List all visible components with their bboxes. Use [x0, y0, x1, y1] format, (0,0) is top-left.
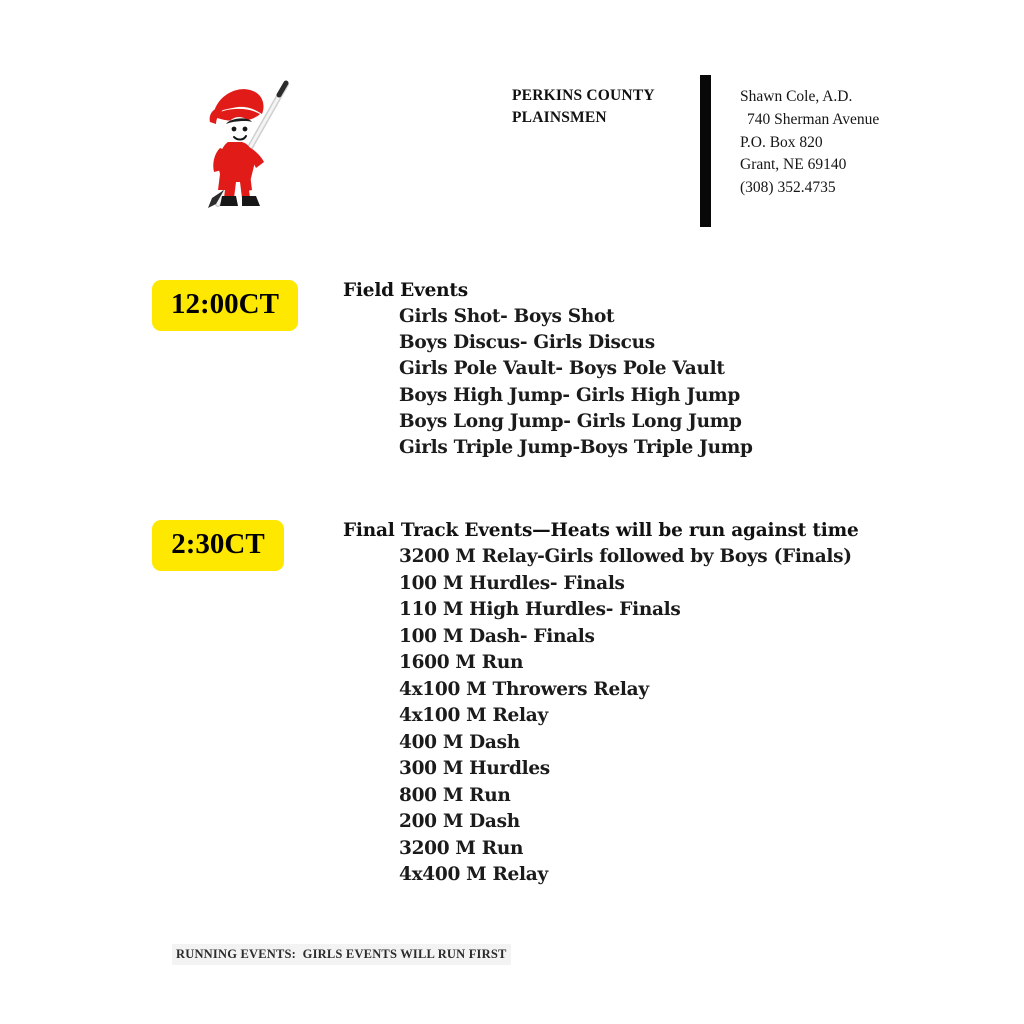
list-item: Girls Triple Jump-Boys Triple Jump: [399, 437, 753, 459]
field-events-time-badge: 12:00CT: [152, 280, 298, 331]
list-item: Boys Long Jump- Girls Long Jump: [399, 410, 742, 432]
address-street: 740 Sherman Avenue: [747, 110, 880, 128]
vertical-divider-bar: [700, 75, 711, 227]
list-item: 4x400 M Relay: [399, 864, 548, 885]
plainsman-mascot-logo-icon: [190, 78, 300, 213]
letterhead: PERKINS COUNTY PLAINSMEN Shawn Cole, A.D…: [0, 0, 1024, 250]
address-city-state-zip: Grant, NE 69140: [740, 156, 847, 174]
field-events-heading: Field Events: [343, 280, 468, 301]
list-item: 3200 M Relay-Girls followed by Boys (Fin…: [399, 546, 852, 567]
org-name-line-1: PERKINS COUNTY: [512, 87, 655, 104]
list-item: 100 M Dash- Finals: [399, 625, 595, 647]
list-item: Boys High Jump- Girls High Jump: [399, 384, 740, 406]
list-item: Boys Discus- Girls Discus: [399, 332, 655, 354]
list-item: 400 M Dash: [399, 731, 520, 753]
org-name-line-2: PLAINSMEN: [512, 109, 607, 126]
list-item: 4x100 M Relay: [399, 705, 548, 726]
address-block: Shawn Cole, A.D. 740 Sherman Avenue P.O.…: [740, 86, 879, 200]
running-events-note: RUNNING EVENTS: GIRLS EVENTS WILL RUN FI…: [172, 944, 511, 965]
organization-name: PERKINS COUNTY PLAINSMEN: [512, 85, 692, 129]
list-item: 800 M Run: [399, 784, 511, 806]
field-events-list: Girls Shot- Boys Shot Boys Discus- Girls…: [343, 304, 1003, 461]
address-phone: (308) 352.4735: [740, 179, 836, 197]
list-item: 100 M Hurdles- Finals: [399, 572, 625, 594]
address-po-box: P.O. Box 820: [740, 133, 823, 151]
address-name: Shawn Cole, A.D.: [740, 88, 853, 105]
track-events-time-badge: 2:30CT: [152, 520, 284, 571]
list-item: 300 M Hurdles: [399, 758, 550, 779]
track-events-heading: Final Track Events—Heats will be run aga…: [343, 520, 859, 541]
list-item: 200 M Dash: [399, 811, 520, 832]
track-events-body: Final Track Events—Heats will be run aga…: [343, 518, 1003, 889]
field-events-body: Field Events Girls Shot- Boys Shot Boys …: [343, 278, 1003, 461]
list-item: 4x100 M Throwers Relay: [399, 678, 649, 700]
list-item: 110 M High Hurdles- Finals: [399, 599, 681, 620]
list-item: Girls Pole Vault- Boys Pole Vault: [399, 358, 725, 380]
list-item: 3200 M Run: [399, 837, 524, 859]
track-events-list: 3200 M Relay-Girls followed by Boys (Fin…: [343, 544, 1003, 889]
list-item: 1600 M Run: [399, 652, 524, 673]
list-item: Girls Shot- Boys Shot: [399, 306, 615, 327]
